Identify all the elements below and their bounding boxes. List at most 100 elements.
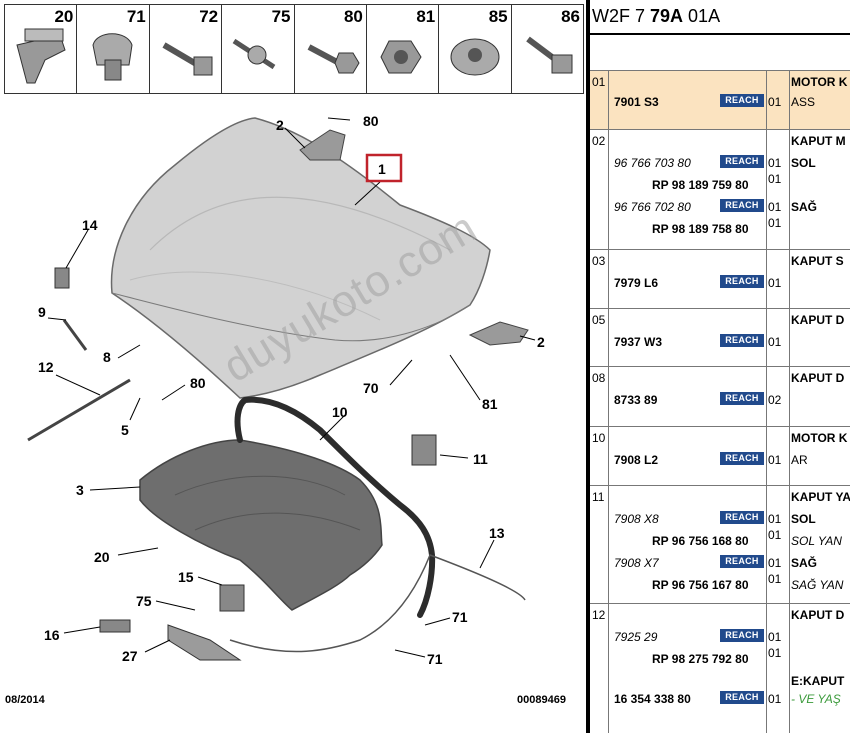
- callout-9: 9: [38, 304, 46, 320]
- hinge-top: [299, 129, 346, 161]
- part-description: SOL YAN: [791, 534, 842, 548]
- bracket-11: [411, 434, 437, 466]
- hood-crease-2: [129, 271, 381, 321]
- row-seq: 12: [592, 608, 606, 622]
- hardware-cell-72: 72: [149, 5, 223, 93]
- part-description: SAĞ YAN: [791, 578, 844, 592]
- hardware-icon: [16, 28, 66, 84]
- part-number[interactable]: 8733 89: [614, 393, 658, 407]
- diagram-date: 08/2014: [5, 694, 45, 706]
- handle-27: [167, 624, 242, 661]
- col-divider: [766, 309, 790, 366]
- hardware-icon: [307, 44, 360, 74]
- hardware-number: 75: [271, 7, 291, 26]
- hardware-icon: [232, 38, 276, 70]
- quantity: 01: [768, 172, 782, 186]
- hardware-number: 86: [561, 7, 580, 26]
- part-number[interactable]: 7908 X7: [614, 556, 659, 570]
- row-seq: 08: [592, 371, 606, 385]
- prop-rod: [62, 319, 88, 351]
- part-description: SOL: [791, 156, 816, 170]
- part-number[interactable]: RP 98 275 792 80: [652, 652, 749, 666]
- row-seq: 11: [592, 490, 605, 504]
- part-number[interactable]: 7979 L6: [614, 276, 659, 290]
- quantity: 01: [768, 646, 782, 660]
- part-number[interactable]: 7908 X8: [614, 512, 659, 526]
- callout-2: 2: [537, 334, 545, 350]
- quantity: 01: [768, 572, 782, 586]
- hood-crease: [149, 196, 451, 251]
- hardware-icon: [92, 33, 133, 81]
- hardware-cell-20: 20: [5, 5, 78, 93]
- callout-1-box: [365, 153, 403, 183]
- hardware-icon: [162, 42, 213, 76]
- part-number[interactable]: RP 96 756 168 80: [652, 534, 749, 548]
- part-description: MOTOR K: [791, 431, 848, 445]
- part-number[interactable]: 7937 W3: [614, 335, 663, 349]
- hardware-cell-81: 81: [366, 5, 440, 93]
- reach-badge: REACH: [720, 452, 764, 465]
- part-description: - VE YAŞ: [791, 692, 841, 706]
- hardware-icon: [450, 38, 500, 76]
- part-number[interactable]: 16 354 338 80: [614, 692, 691, 706]
- strut-rod: [27, 378, 131, 442]
- part-description: ASS: [791, 95, 816, 109]
- pad-rib-2: [194, 512, 361, 531]
- hardware-icon: [380, 40, 422, 74]
- quantity: 01: [768, 692, 782, 706]
- callout-11: 11: [473, 451, 488, 467]
- title-rule: [590, 33, 850, 35]
- part-number[interactable]: 96 766 703 80: [614, 156, 691, 170]
- hardware-number: 85: [488, 7, 508, 26]
- part-description: SOL: [791, 512, 816, 526]
- quantity: 01: [768, 630, 782, 644]
- part-number[interactable]: 96 766 702 80: [614, 200, 691, 214]
- part-number[interactable]: 7901 S3: [614, 95, 659, 109]
- col-divider: [590, 604, 609, 733]
- table-row[interactable]: 11 KAPUT YA 7908 X8 REACH 01 SOL RP 96 756 168…: [590, 485, 850, 603]
- quantity: 01: [768, 335, 782, 349]
- hardware-number: 80: [343, 7, 363, 26]
- row-seq: 03: [592, 254, 606, 268]
- release-cable: [229, 554, 526, 653]
- hinge-right: [468, 321, 529, 346]
- quantity: 01: [768, 156, 782, 170]
- row-seq: 05: [592, 313, 606, 327]
- row-seq: 02: [592, 134, 606, 148]
- part-description: MOTOR K: [791, 75, 848, 89]
- callout-8: 8: [103, 349, 111, 365]
- reach-badge: REACH: [720, 511, 764, 524]
- part-number[interactable]: 7908 L2: [614, 453, 659, 467]
- part-number[interactable]: 7925 29: [614, 630, 658, 644]
- part-description: KAPUT YA: [791, 490, 850, 504]
- callout-15: 15: [178, 569, 194, 585]
- callout-16: 16: [44, 627, 60, 643]
- part-number[interactable]: RP 98 189 758 80: [652, 222, 749, 236]
- hardware-number: 72: [199, 7, 219, 26]
- part-description: KAPUT M: [791, 134, 846, 148]
- col-divider: [766, 486, 790, 603]
- col-divider: [766, 250, 790, 308]
- callout-14: 14: [82, 217, 98, 233]
- callout-3: 3: [76, 482, 84, 498]
- part-description: KAPUT D: [791, 371, 845, 385]
- part-description: SAĞ: [791, 556, 818, 570]
- part-description: E:KAPUT: [791, 674, 845, 688]
- quantity: 01: [768, 276, 782, 290]
- hardware-icon: [525, 36, 573, 74]
- latch-15: [219, 584, 245, 612]
- panel-divider: [586, 0, 590, 733]
- clip-16: [99, 619, 131, 633]
- reach-badge: REACH: [720, 392, 764, 405]
- part-number[interactable]: RP 98 189 759 80: [652, 178, 749, 192]
- part-number[interactable]: RP 96 756 167 80: [652, 578, 749, 592]
- col-divider: [590, 250, 609, 308]
